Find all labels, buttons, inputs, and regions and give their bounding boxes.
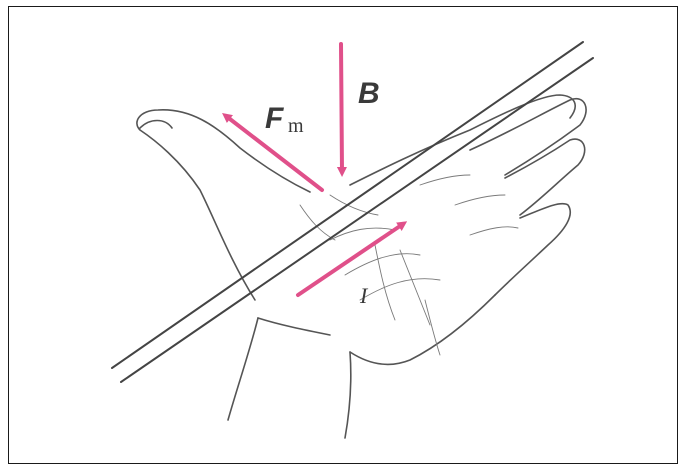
- force-subscript-label: m: [288, 115, 304, 137]
- wire-edge-upper: [112, 42, 583, 368]
- current-carrying-wire: [112, 42, 593, 382]
- little-finger-outline: [495, 204, 570, 295]
- wrist-left: [228, 318, 258, 420]
- thumb-outline: [137, 110, 310, 300]
- current-arrow: [298, 224, 403, 295]
- magnetic-field-arrow: [341, 44, 342, 172]
- hand-drawing: [137, 95, 586, 438]
- wire-edge-lower: [121, 58, 593, 382]
- palm-inner-contour: [258, 318, 330, 335]
- middle-finger-outline: [470, 99, 586, 175]
- magnetic-field-label: B: [358, 77, 380, 110]
- wrist-right: [345, 352, 351, 438]
- force-label: F: [265, 102, 284, 135]
- thumbnail: [140, 121, 172, 129]
- index-finger-outline: [350, 95, 575, 185]
